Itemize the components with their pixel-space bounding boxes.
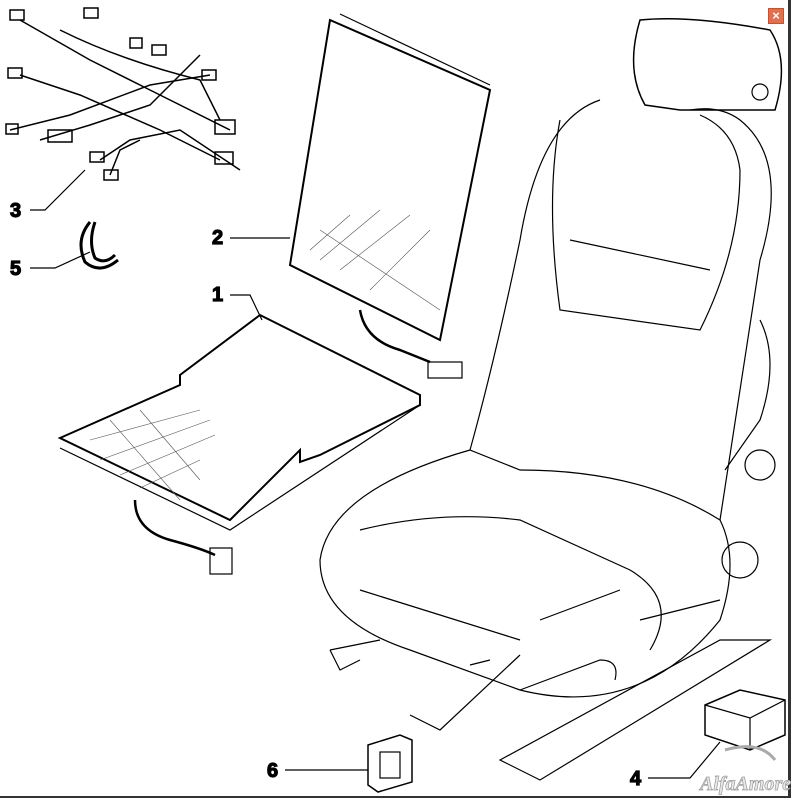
seat-drawing: [319, 18, 783, 781]
heater-switch-drawing: [367, 734, 413, 793]
control-unit-drawing: [704, 689, 786, 751]
part-label-5: 5: [10, 258, 21, 280]
svg-text:AlfaAmore: AlfaAmore: [698, 773, 791, 795]
part-label-3: 3: [10, 200, 21, 222]
close-icon: ×: [772, 8, 780, 23]
watermark: AlfaAmore: [698, 745, 792, 795]
wiring-harness-drawing: [5, 7, 241, 181]
backrest-heating-pad-drawing: [288, 13, 492, 379]
part-label-1: 1: [212, 284, 223, 306]
part-label-6: 6: [267, 760, 278, 782]
part-label-4: 4: [630, 768, 642, 790]
close-button[interactable]: ×: [768, 8, 784, 24]
seat-heating-pad-drawing: [57, 313, 421, 575]
part-label-2: 2: [212, 227, 223, 249]
leader-lines: [30, 169, 721, 779]
cable-tie-drawing: [79, 221, 119, 270]
